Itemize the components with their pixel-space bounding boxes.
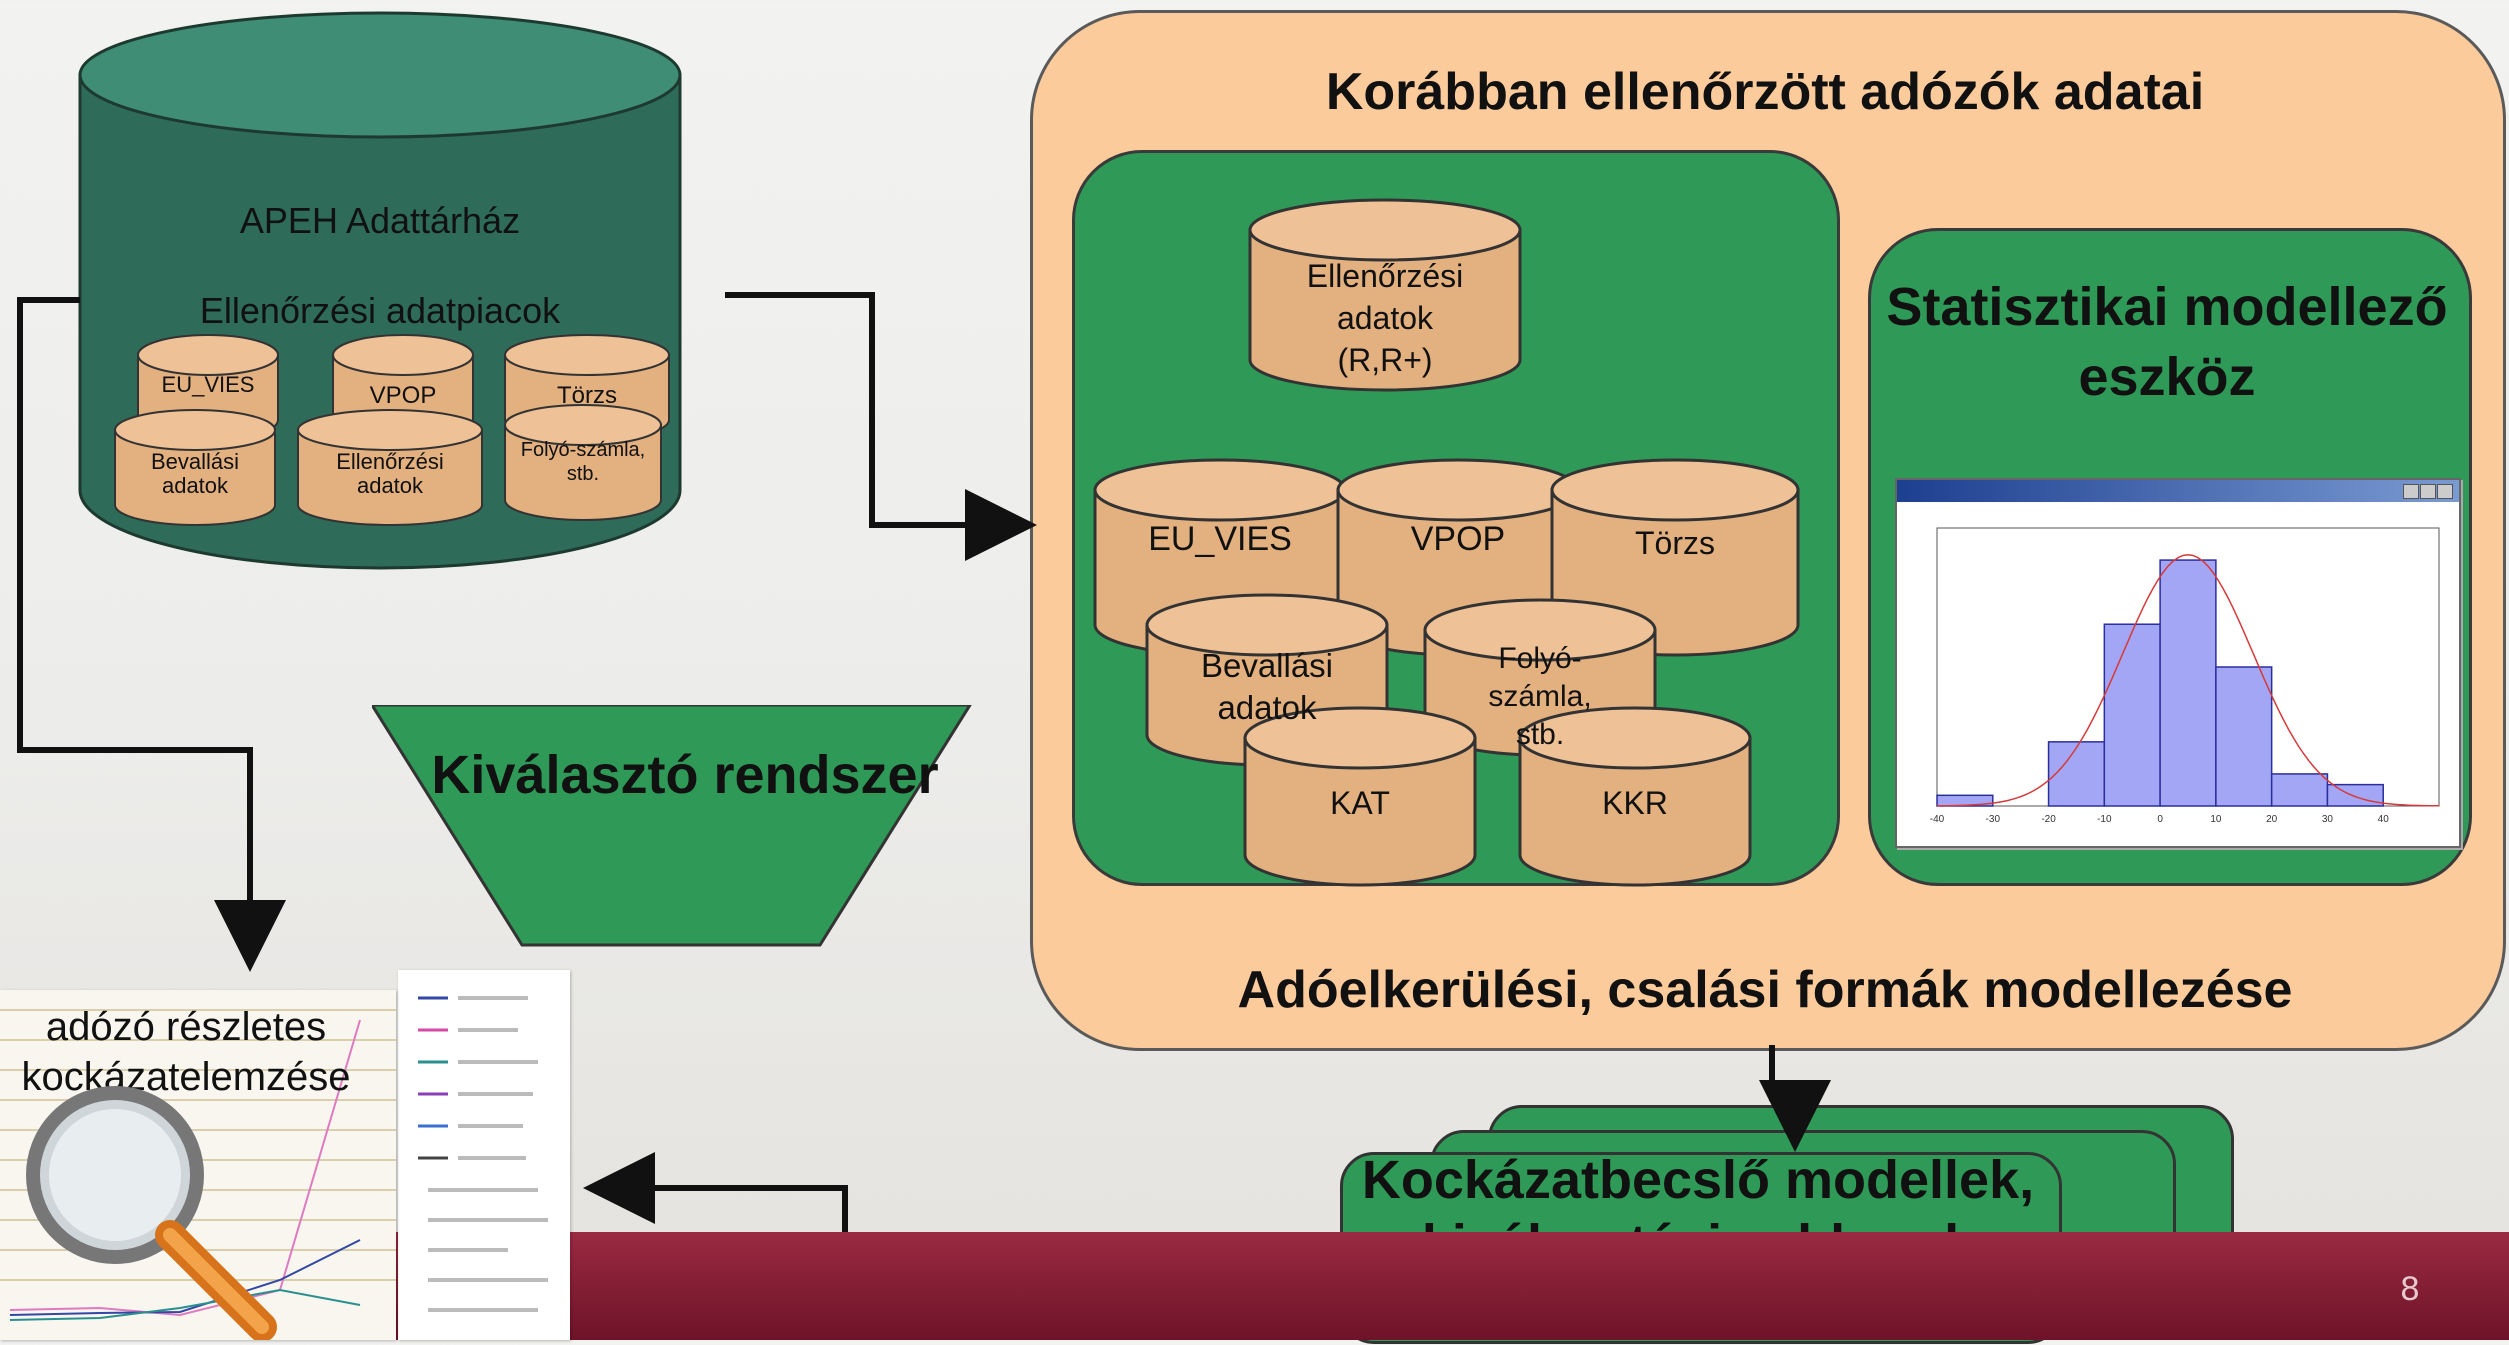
label-bevallasi-small: Bevallási adatok [150,449,240,498]
maximize-icon [2420,484,2436,499]
selector-funnel [372,705,972,947]
warehouse-title: APEH Adattárház [239,200,521,241]
x-tick-label: -20 [2041,814,2056,825]
warehouse-subtitle: Ellenőrzési adatpiacok [199,290,561,331]
label-torzs: Törzs [1635,525,1715,561]
warehouse-cylinders [114,334,670,526]
arrow-warehouse-to-analysis [17,297,286,972]
x-tick-label: -40 [1930,814,1945,825]
histogram-titlebar [1897,480,2459,502]
magnifier-icon [26,1086,277,1340]
label-ellenorzesi-small: Ellenőrzési adatok [336,449,444,498]
label-kat: KAT [1330,785,1390,821]
histogram-bar [2047,741,2106,807]
normal-curve [1937,553,2439,807]
label-folyo-small: Folyó-számla, stb. [520,439,646,485]
cyl-kkr [1518,706,1752,887]
label-vpop: VPOP [1410,520,1506,558]
x-tick-label: 0 [2157,814,2163,825]
label-bevallasi: Bevallási adatok [1200,647,1334,726]
x-tick-label: -30 [1986,814,2001,825]
analysis-label: adózó részletes kockázatelemzése [21,1005,351,1099]
report-legend-lines [418,996,548,1312]
x-tick-label: 10 [2210,814,2222,825]
selector-label: Kiválasztó rendszer [431,745,939,805]
minimize-icon [2403,484,2419,499]
histogram-bar [2103,623,2161,807]
histogram-bar [2270,773,2329,807]
cyl-kat [1243,706,1477,887]
histogram-bar [2159,559,2217,807]
report-paper-right [398,970,570,1340]
cyl-control-data [1248,198,1522,392]
label-folyo: Folyó-számla, stb. [1488,642,1592,751]
label-control-data: Ellenőrzési adatok (R,R+) [1306,258,1464,378]
histogram-chart: -40 -30 -20 -10 0 10 20 30 40 [1930,527,2440,825]
x-tick-label: 20 [2266,814,2278,825]
label-kkr: KKR [1602,785,1668,821]
x-tick-label: 30 [2322,814,2334,825]
close-icon [2437,484,2453,499]
cyl-bevallasi-small [114,409,276,526]
histogram-bar [2215,666,2273,807]
page-number: 8 [2400,1270,2420,1308]
x-tick-label: 40 [2378,814,2390,825]
cyl-ellenorzesi-small [297,409,483,526]
x-tick-label: -10 [2097,814,2112,825]
arrow-panel-to-models [1759,1045,1831,1152]
cyl-folyo-small [504,404,662,521]
panel-title: Korábban ellenőrzött adózók adatai [1325,63,2205,121]
stat-tool-title: Statisztikai modellező eszköz [1886,277,2448,407]
panel-footer: Adóelkerülési, csalási formák modellezés… [1237,961,2293,1019]
label-torzs-small: Törzs [557,382,617,409]
label-vpop-small: VPOP [369,382,437,409]
label-euvies-small: EU_VIES [161,372,255,397]
arrow-warehouse-to-panel [725,292,1037,561]
label-euvies: EU_VIES [1148,520,1292,558]
histogram-window: -40 -30 -20 -10 0 10 20 30 40 [1895,478,2461,848]
